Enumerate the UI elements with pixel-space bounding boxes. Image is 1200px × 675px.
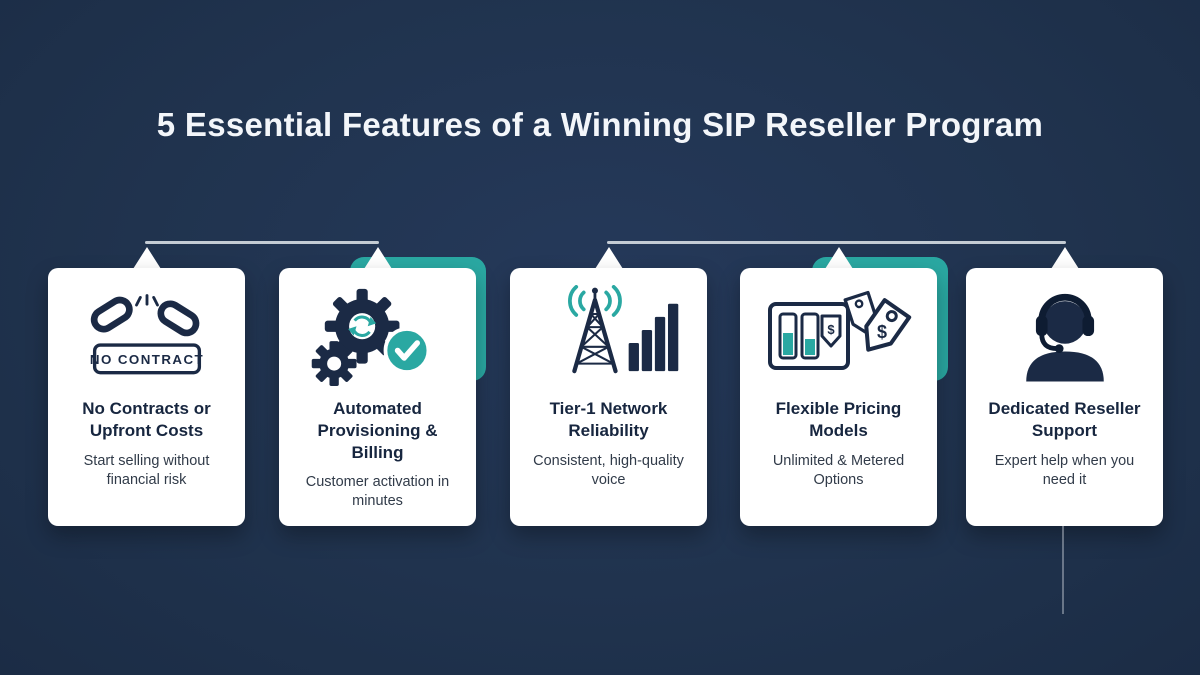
- card-pointer-notch: [595, 247, 623, 269]
- headset-agent-icon: [1002, 280, 1128, 392]
- card-heading: Automated Provisioning & Billing: [317, 399, 438, 462]
- card-heading: Tier-1 Network Reliability: [549, 399, 668, 440]
- card-subtext: Unlimited & Metered Options: [772, 452, 905, 488]
- no-contract-stamp-text: NO CONTRACT: [89, 352, 203, 367]
- small-tag-dollar: $: [827, 322, 835, 337]
- card-pointer-notch: [133, 247, 161, 269]
- card-subtext: Start selling without financial risk: [83, 452, 210, 488]
- card-heading: Dedicated Reseller Support: [988, 399, 1141, 440]
- card-subtext: Customer activation in minutes: [305, 474, 450, 510]
- card-reseller-support: Dedicated Reseller Support Expert help w…: [966, 268, 1163, 526]
- page-title: 5 Essential Features of a Winning SIP Re…: [156, 106, 1044, 143]
- connector-stub-below-card5: [1062, 526, 1064, 614]
- gears-checkmark-icon: [308, 280, 448, 392]
- card-heading: No Contracts or Upfront Costs: [82, 399, 211, 440]
- broken-chain-icon: NO CONTRACT: [72, 280, 222, 392]
- signal-tower-bars-icon: [534, 280, 684, 392]
- card-heading: Flexible Pricing Models: [775, 399, 902, 440]
- meters-price-tags-icon: $ $: [764, 280, 914, 392]
- card-flexible-pricing: $ $ Flexible Pricing Models Unlimited & …: [740, 268, 937, 526]
- card-subtext: Expert help when you need it: [994, 452, 1135, 488]
- price-tag-dollar: $: [876, 322, 886, 342]
- card-pointer-notch: [1051, 247, 1079, 269]
- card-no-contracts: NO CONTRACT No Contracts or Upfront Cost…: [48, 268, 245, 526]
- card-network-reliability: Tier-1 Network Reliability Consistent, h…: [510, 268, 707, 526]
- connector-rail-left: [145, 241, 379, 244]
- connector-rail-right: [607, 241, 1066, 244]
- card-subtext: Consistent, high-quality voice: [533, 452, 684, 488]
- card-automated-provisioning: Automated Provisioning & Billing Custome…: [279, 268, 476, 526]
